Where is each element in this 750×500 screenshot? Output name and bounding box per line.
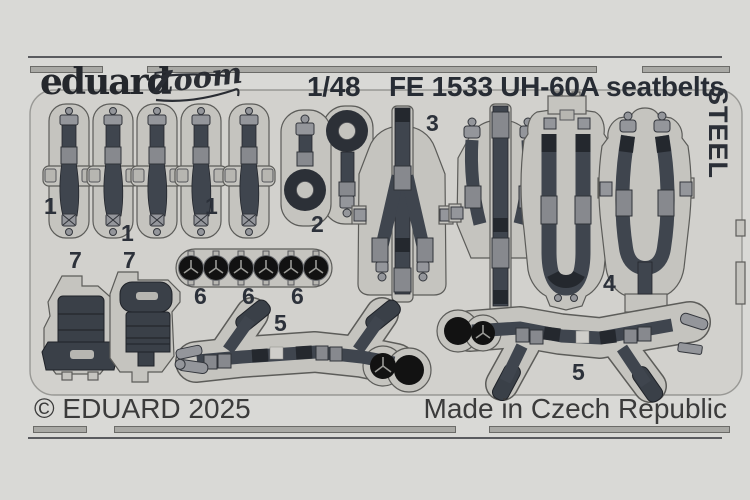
part-label-3: 3 — [426, 110, 439, 136]
part-5-right — [436, 301, 711, 403]
part-label-6: 6 — [194, 283, 207, 309]
part-label-1: 1 — [44, 193, 57, 219]
part-5-left — [174, 297, 432, 393]
top-border-bar — [147, 66, 597, 73]
bottom-border-bar — [33, 426, 87, 433]
plate-edge-tab — [735, 219, 746, 237]
rotary-buckles — [178, 250, 329, 286]
part-6-cluster — [175, 248, 333, 288]
bottom-border-bar — [114, 426, 456, 433]
belt-unit — [222, 103, 276, 239]
part-label-5: 5 — [572, 359, 585, 385]
bottom-border-bar — [489, 426, 730, 433]
bottom-border-line — [28, 437, 722, 439]
part-label-6: 6 — [242, 283, 255, 309]
part-7-cluster — [41, 271, 181, 383]
scale-label: 1/48 — [307, 71, 361, 102]
made-in-text: Made in Czech Republic — [423, 393, 728, 424]
part-4-cluster — [520, 91, 695, 319]
material-label: STEEL — [703, 87, 733, 180]
part-label-5: 5 — [274, 310, 287, 336]
part-label-6: 6 — [291, 283, 304, 309]
part-label-4: 4 — [603, 270, 616, 296]
part-label-1: 1 — [205, 193, 218, 219]
top-border-line — [28, 56, 722, 58]
brand-logo: eduard — [40, 61, 172, 103]
buckle-disc — [394, 355, 424, 385]
plate-edge-tab — [735, 261, 746, 305]
part-label-2: 2 — [311, 211, 324, 237]
part-label-7: 7 — [123, 247, 136, 273]
part-2-cluster — [280, 105, 374, 227]
belt-unit — [174, 103, 228, 239]
part-1-cluster — [42, 103, 276, 239]
buckle-disc — [444, 317, 472, 345]
copyright-text: © EDUARD 2025 — [34, 393, 251, 424]
part-label-7: 7 — [69, 247, 82, 273]
part-3-cluster — [351, 103, 554, 317]
top-border-bar — [30, 66, 103, 73]
part-label-1: 1 — [121, 220, 134, 246]
product-title: FE 1533 UH-60A seatbelts — [389, 71, 725, 102]
top-border-bar — [642, 66, 730, 73]
zoom-logo-swash — [153, 73, 240, 102]
